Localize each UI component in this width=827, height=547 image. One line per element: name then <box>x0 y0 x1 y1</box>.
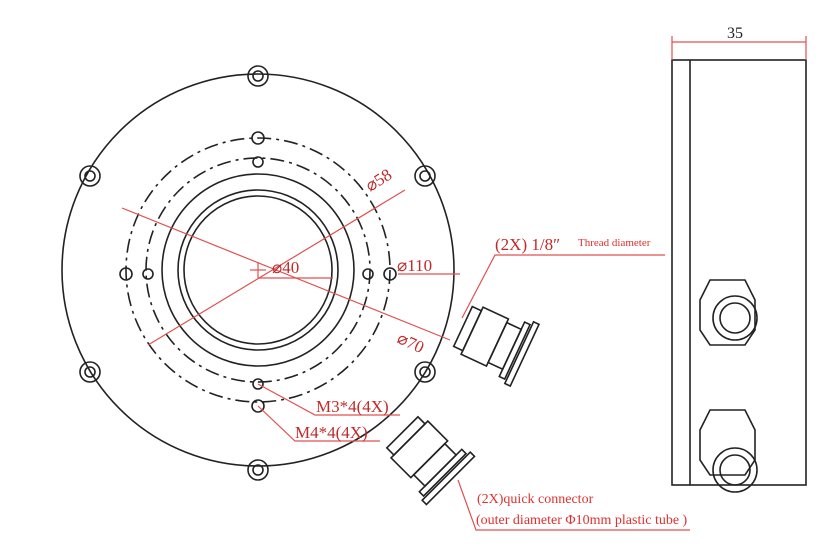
bore <box>183 195 333 345</box>
threaded-holes <box>119 131 397 413</box>
thread-label: (2X) 1/8″ <box>495 235 560 254</box>
side-view <box>671 36 807 493</box>
front-view <box>61 65 690 531</box>
side-connector-top <box>699 279 758 346</box>
dim-58-label: ⌀58 <box>362 165 395 196</box>
m3-hole-label: M3*4(4X) <box>316 397 389 416</box>
dim-110-label: ⌀110 <box>397 256 432 275</box>
thread-note: Thread diameter <box>578 237 651 249</box>
mounting-holes <box>79 65 436 481</box>
connector-note: (outer diameter Φ10mm plastic tube ) <box>476 513 688 528</box>
dim-70-label: ⌀70 <box>394 328 427 357</box>
leader-m3 <box>257 383 400 416</box>
leader-thread <box>461 254 665 319</box>
dim-line-58 <box>147 189 406 346</box>
connector-label: (2X)quick connector <box>477 492 594 507</box>
m4-hole-label: M4*4(4X) <box>295 423 368 442</box>
bore-outer <box>177 189 339 351</box>
inner-ring <box>161 173 355 367</box>
bolt-circle-outer <box>125 137 391 403</box>
leader-m4 <box>257 405 380 442</box>
dim-line-70 <box>121 207 451 341</box>
leader-connector <box>457 479 690 531</box>
side-width-label: 35 <box>727 25 743 42</box>
connector-right <box>452 305 541 388</box>
side-connector-bottom <box>699 409 758 493</box>
outer-flange <box>61 73 455 467</box>
dim-40-label: ⌀40 <box>272 258 299 277</box>
connector-bottom <box>385 415 476 506</box>
